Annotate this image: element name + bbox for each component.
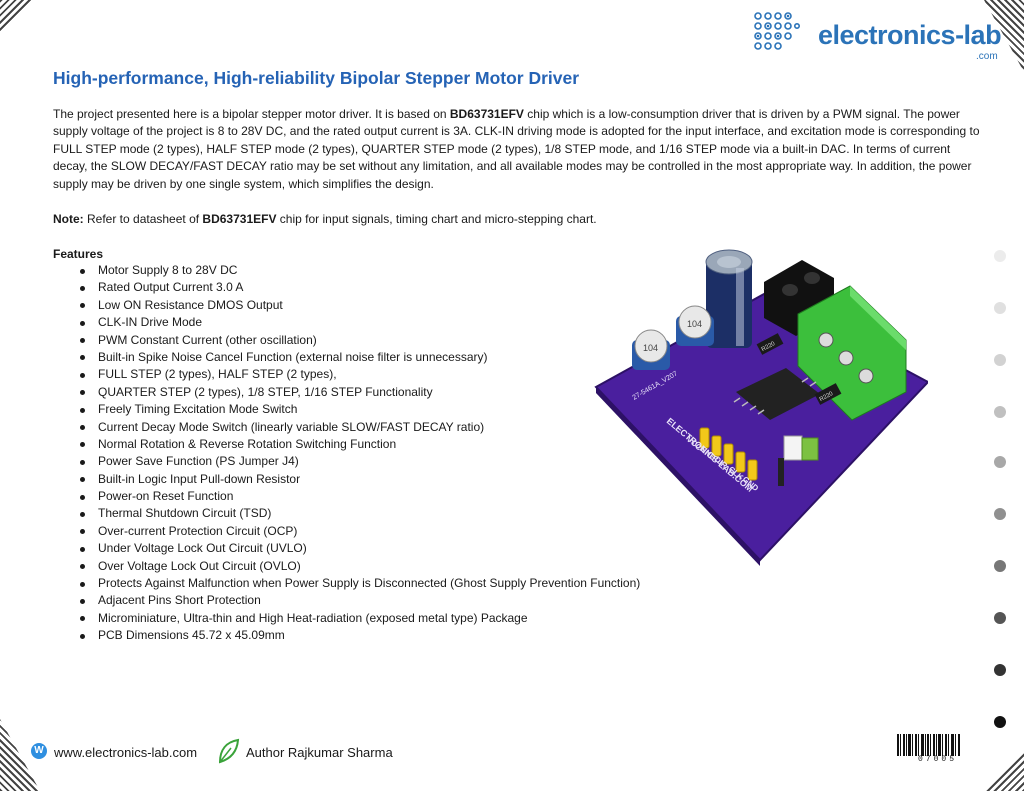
pcb-board-image: 104 104 R220 R220 ELECTRONICS-LAB.COM [594,249,928,566]
ic-chip [733,368,820,420]
features-heading: Features [53,247,104,261]
features-list: Motor Supply 8 to 28V DC Rated Output Cu… [80,262,640,645]
list-item: Over-current Protection Circuit (OCP) [80,523,640,540]
jumper-block [778,435,819,486]
yellow-header-pins [699,427,758,481]
list-item: CLK-IN Drive Mode [80,314,640,331]
intro-text: chip which is a low-consumption driver t… [53,107,980,191]
trimmer-potentiometer: 104 [632,329,670,370]
list-item: Power-on Reset Function [80,488,640,505]
list-item: QUARTER STEP (2 types), 1/8 STEP, 1/16 S… [80,384,640,401]
list-item: Built-in Logic Input Pull-down Resistor [80,471,640,488]
list-item: Microminiature, Ultra-thin and High Heat… [80,610,640,627]
list-item: FULL STEP (2 types), HALF STEP (2 types)… [80,366,640,383]
intro-text: The project presented here is a bipolar … [53,107,450,121]
chip-name: BD63731EFV [202,212,277,226]
trimmer-potentiometer: 104 [676,305,714,346]
list-item: Adjacent Pins Short Protection [80,592,640,609]
electrolytic-capacitor [705,249,753,348]
chip-name: BD63731EFV [449,107,524,121]
corner-hatch-decoration [0,0,34,34]
barcode-number: 07005 [918,755,958,764]
list-item: Motor Supply 8 to 28V DC [80,262,640,279]
list-item: Under Voltage Lock Out Circuit (UVLO) [80,540,640,557]
green-terminal-block [797,285,907,421]
list-item: Power Save Function (PS Jumper J4) [80,453,640,470]
note-text: chip for input signals, timing chart and… [276,212,597,226]
list-item: Freely Timing Excitation Mode Switch [80,401,640,418]
note-paragraph: Note: Refer to datasheet of BD63731EFV c… [53,212,597,226]
side-progress-dots [994,250,1006,728]
intro-paragraph: The project presented here is a bipolar … [53,106,983,193]
list-item: Rated Output Current 3.0 A [80,279,640,296]
list-item: Over Voltage Lock Out Circuit (OVLO) [80,558,640,575]
brand-tld: .com [976,51,998,62]
page-title: High-performance, High-reliability Bipol… [53,68,580,88]
pot-label: 104 [687,319,702,329]
note-text: Refer to datasheet of [83,212,203,226]
leaf-icon [218,738,240,764]
list-item: Thermal Shutdown Circuit (TSD) [80,505,640,522]
pot-label: 104 [643,343,658,353]
brand-logo[interactable]: electronics-lab .com [752,10,1012,62]
footer-website-link[interactable]: www.electronics-lab.com [54,745,198,760]
list-item: PWM Constant Current (other oscillation) [80,332,640,349]
list-item: Normal Rotation & Reverse Rotation Switc… [80,436,640,453]
web-globe-icon: W [31,743,47,759]
barcode-image [897,734,960,756]
dot-grid-logo-icon [754,12,800,50]
brand-name: electronics-lab [818,20,1002,50]
note-label: Note: [53,212,84,226]
list-item: Low ON Resistance DMOS Output [80,297,640,314]
list-item: Protects Against Malfunction when Power … [80,575,640,592]
list-item: Current Decay Mode Switch (linearly vari… [80,419,640,436]
list-item: PCB Dimensions 45.72 x 45.09mm [80,627,640,644]
page-footer: W www.electronics-lab.com Author Rajkuma… [0,734,1024,778]
footer-author: Author Rajkumar Sharma [246,745,393,760]
list-item: Built-in Spike Noise Cancel Function (ex… [80,349,640,366]
